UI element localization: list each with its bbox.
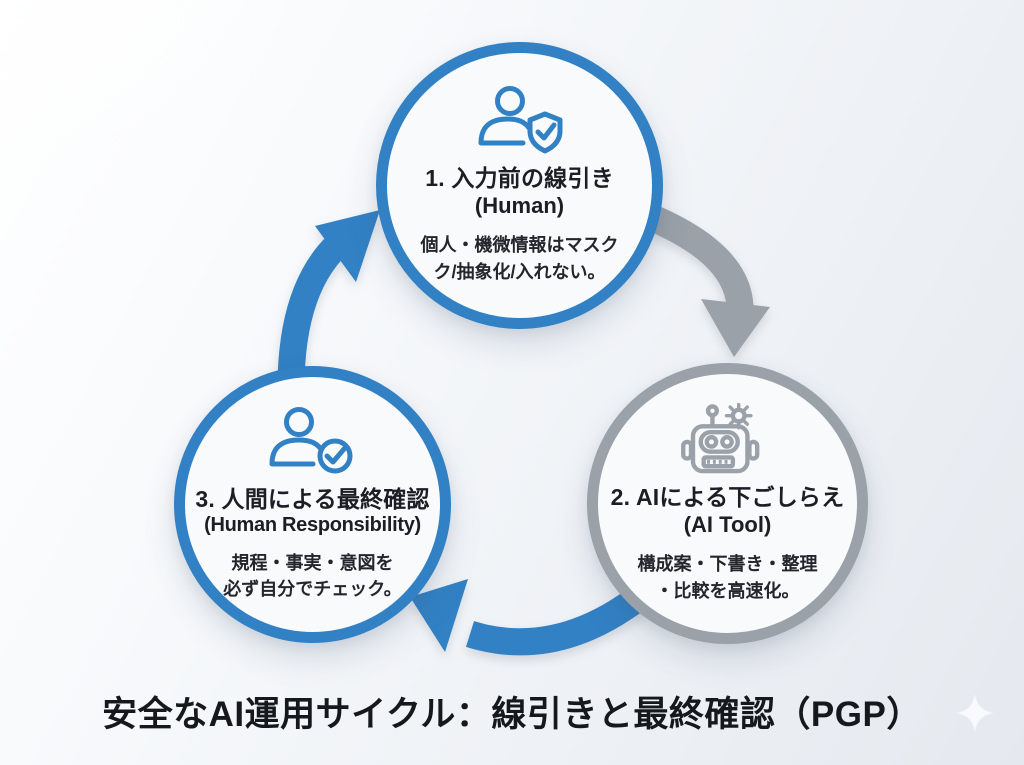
step3-body-line1: 規程・事実・意図を [231, 553, 394, 574]
step2-body-line1: 構成案・下書き・整理 [637, 554, 818, 575]
step3-heading: 3. 人間による最終確認 [195, 485, 430, 512]
step2-body-line2: ・比較を高速化。 [655, 580, 800, 601]
step3-subheading: (Human Responsibility) [204, 514, 421, 537]
step1-body-line1: 個人・機微情報はマスク [420, 235, 619, 256]
step2-heading: 2. AIによる下ごしらえ [610, 484, 845, 511]
diagram-title: 安全なAI運用サイクル：線引きと最終確認（PGP） [102, 695, 922, 734]
step3-body-line2: 必ず自分でチェック。 [223, 579, 402, 600]
step2-subheading: (AI Tool) [683, 512, 772, 538]
step1-subheading: (Human) [474, 193, 565, 219]
user-shield-icon [478, 86, 562, 154]
step1-body-line2: ク/抽象化/入れない。 [433, 261, 606, 282]
user-check-icon [269, 406, 352, 474]
step1-heading: 1. 入力前の線引き [425, 165, 614, 192]
arrow-step1-to-step2 [633, 199, 770, 357]
node-step2: 2. AIによる下ごしらえ (AI Tool) 構成案・下書き・整理 ・比較を高… [587, 363, 868, 644]
robot-gear-icon [680, 403, 759, 474]
arrow-step3-to-step1 [277, 210, 380, 389]
step1-body: 個人・機微情報はマスク ク/抽象化/入れない。 [421, 232, 619, 284]
node-step3: 3. 人間による最終確認 (Human Responsibility) 規程・事… [174, 366, 451, 643]
node-step1: 1. 入力前の線引き (Human) 個人・機微情報はマスク ク/抽象化/入れな… [376, 42, 663, 329]
step2-body: 構成案・下書き・整理 ・比較を高速化。 [638, 551, 818, 603]
arrow-step2-to-step3 [410, 579, 657, 656]
step3-body: 規程・事実・意図を 必ず自分でチェック。 [223, 550, 402, 602]
